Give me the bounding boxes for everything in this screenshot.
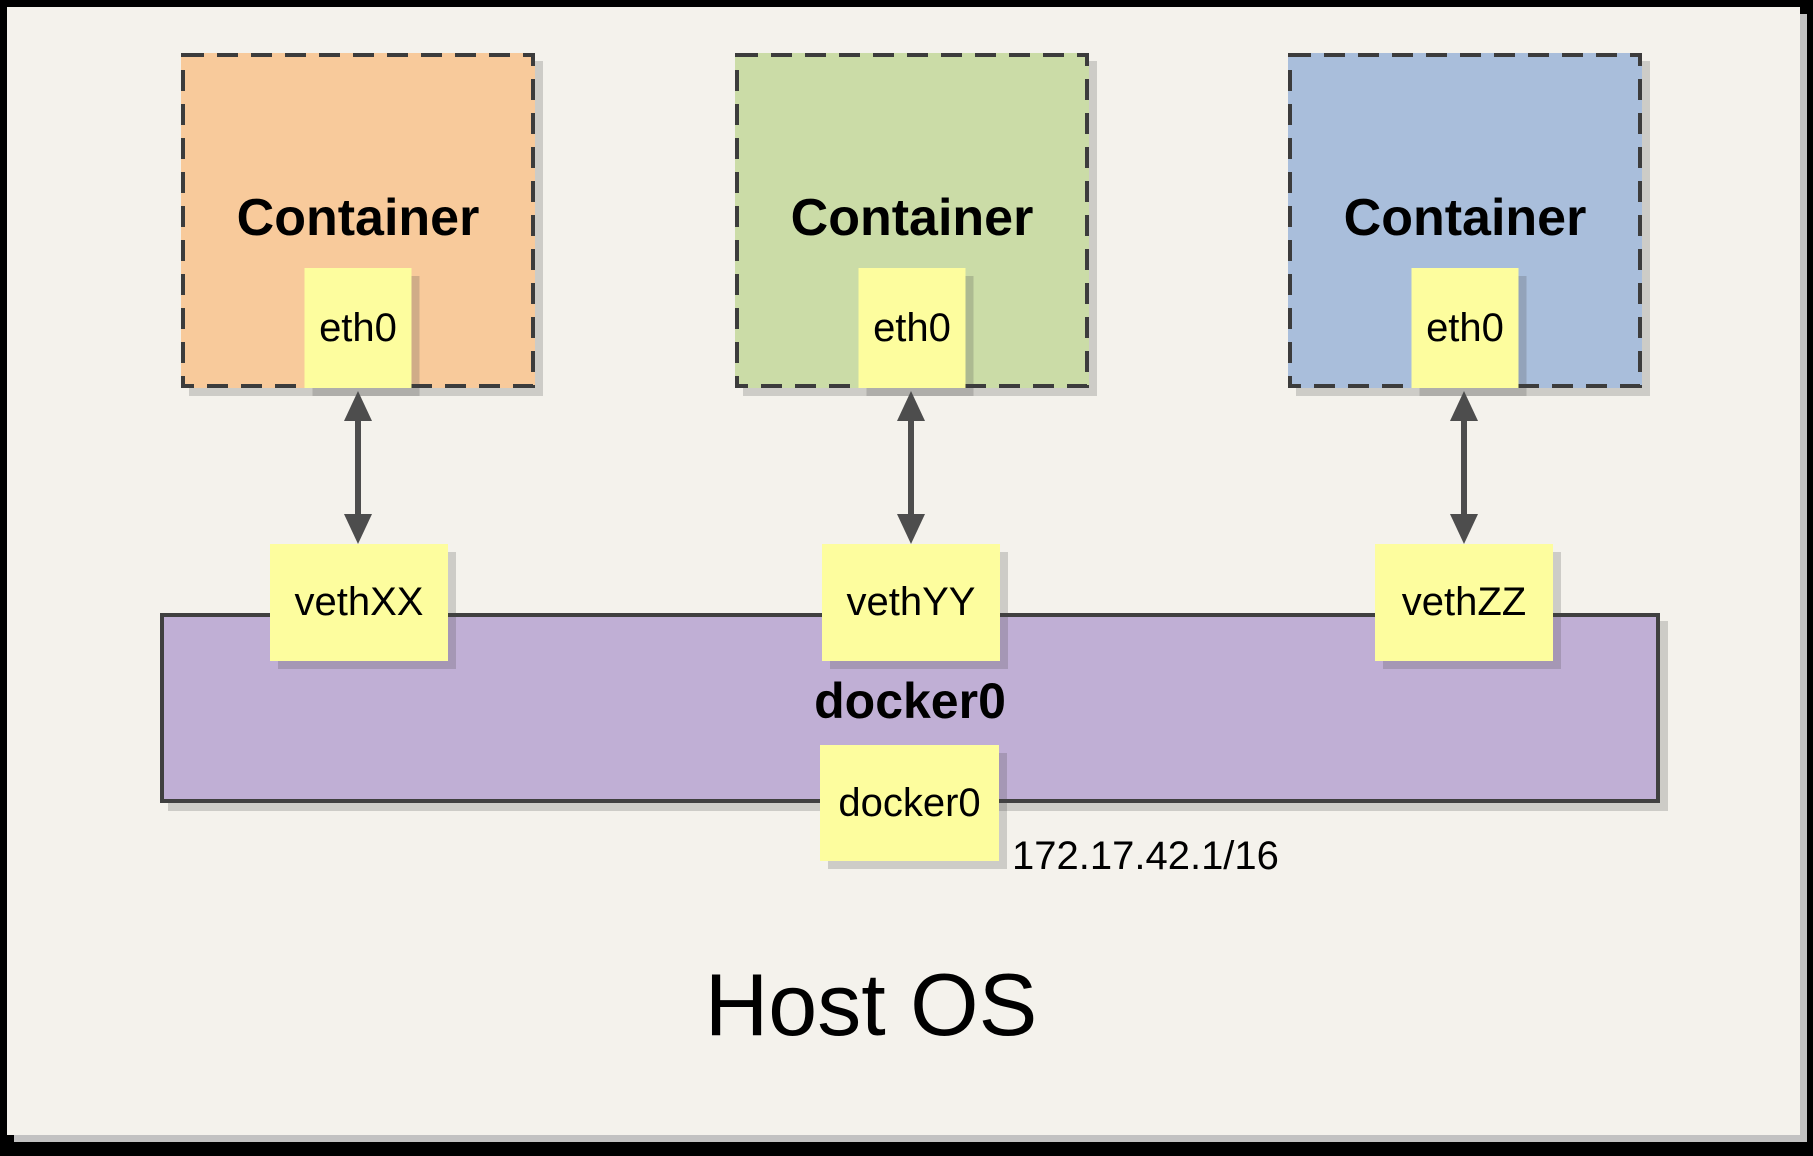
eth0-node-3: eth0: [1411, 268, 1519, 388]
container-title: Container: [790, 189, 1034, 247]
container-box-3: Container eth0: [1288, 53, 1642, 388]
bidirectional-arrow-icon-2: [897, 391, 925, 544]
container-box-1: Container eth0: [181, 53, 535, 388]
docker0-interface-node: docker0: [820, 745, 999, 861]
docker0-bridge-label: docker0: [814, 673, 1006, 729]
container-title: Container: [1343, 189, 1587, 247]
eth0-node-2: eth0: [858, 268, 966, 388]
host-os-label: Host OS: [704, 955, 1038, 1054]
bidirectional-arrow-icon-3: [1450, 391, 1478, 544]
eth0-node-1: eth0: [304, 268, 412, 388]
bidirectional-arrow-icon-1: [344, 391, 372, 544]
veth-node-3: vethZZ: [1375, 544, 1553, 661]
host-os-panel: Container eth0 Container eth0 Container …: [7, 7, 1800, 1135]
veth-node-1: vethXX: [270, 544, 448, 661]
container-box-2: Container eth0: [735, 53, 1089, 388]
veth-node-2: vethYY: [822, 544, 1000, 661]
container-title: Container: [236, 189, 480, 247]
bridge-ip-address: 172.17.42.1/16: [1012, 834, 1279, 878]
